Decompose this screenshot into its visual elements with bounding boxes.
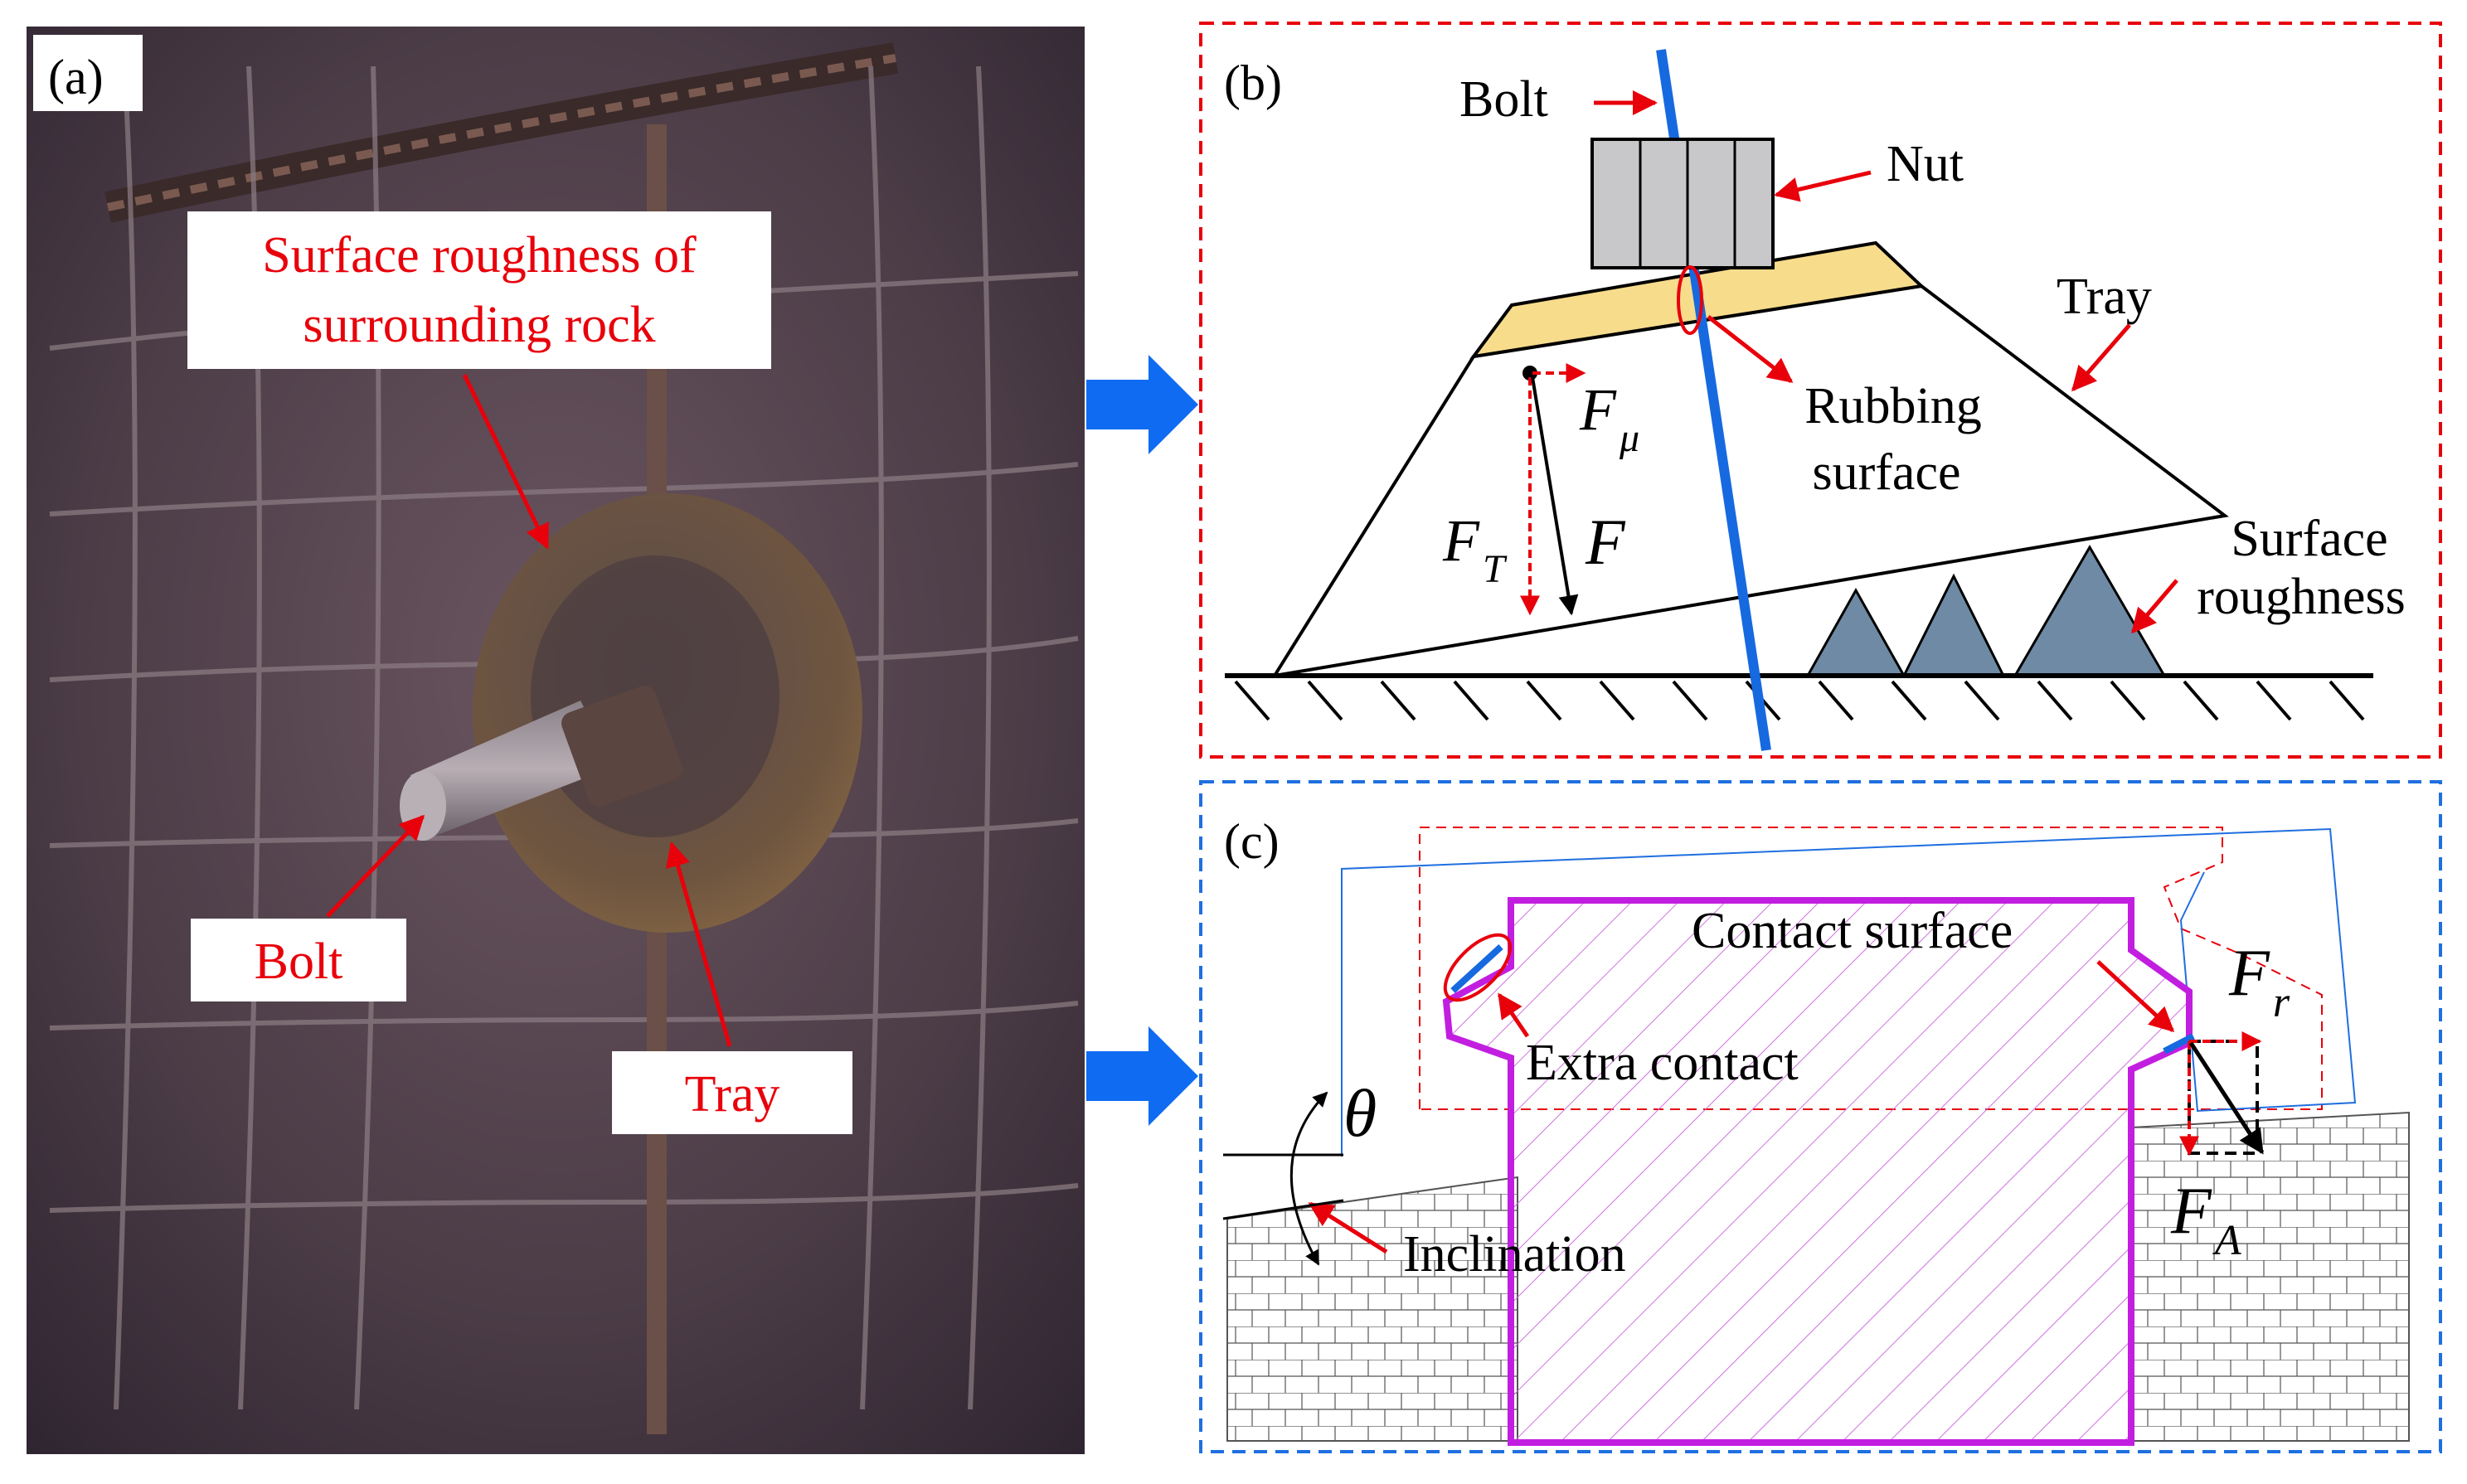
force-F-label: F (1585, 506, 1626, 578)
tray-label-box (612, 1051, 852, 1134)
roughness-peak-2 (1901, 573, 2006, 677)
rock-block-right (2130, 1111, 2410, 1442)
initial-outline-red (1419, 827, 2323, 1110)
force-F-A-label: FA (2170, 1175, 2241, 1264)
roughness-peak-1 (1805, 587, 1906, 677)
tray-label: Tray (685, 1066, 780, 1123)
extra-contact-label: Extra contact (1526, 1035, 1799, 1091)
angle-marker (1222, 1091, 1344, 1266)
panel-a: (a) Surface roughness of surrounding roc… (27, 27, 1085, 1454)
bolt-label: Bolt (255, 934, 343, 990)
tray-arrow-b (2071, 323, 2131, 392)
rock-block-left (1226, 1176, 1518, 1442)
nut-label: Nut (1887, 136, 1964, 192)
rubbing-label-line1: Rubbing (1804, 378, 1982, 434)
force-resultant-arrow (2188, 1041, 2265, 1155)
panel-b: (b) Bolt (1199, 22, 2442, 759)
rubbing-arrow (1707, 315, 1794, 383)
initial-outline-blue (1341, 827, 2357, 1157)
inclination-label: Inclination (1403, 1226, 1626, 1283)
tray-label-b: Tray (2057, 269, 2152, 325)
bolt-nut (561, 686, 682, 807)
nut-arrow (1774, 170, 1872, 202)
ground-hatching (1234, 680, 2365, 721)
extra-contact-marker (1443, 933, 1513, 1002)
panel-b-tag: (b) (1224, 56, 1282, 110)
force-origin-point (1522, 366, 1537, 381)
extra-contact-line (1450, 944, 1503, 993)
roughness-label-line2: roughness (2197, 569, 2405, 625)
surface-pointer-arrow (462, 373, 550, 550)
rubbing-surface-marker (1677, 265, 1703, 335)
surface-label-box (187, 211, 771, 369)
contact-surface-label: Contact surface (1692, 903, 2013, 959)
panel-c-frame (1199, 780, 2442, 1453)
force-F-T-label: FT (1442, 507, 1508, 591)
roughness-arrow (2131, 579, 2178, 634)
rubbing-label-line2: surface (1813, 444, 1961, 501)
roughness-label-line1: Surface (2231, 511, 2387, 567)
bolt-label-box (191, 919, 406, 1001)
bolt-label-b: Bolt (1459, 71, 1548, 128)
bolt-shank (410, 701, 614, 837)
panel-c-tag: (c) (1224, 814, 1280, 869)
bolt-cross-section (1442, 897, 2193, 1446)
force-F-r-label: Fr (2228, 937, 2290, 1026)
force-F-mu-label: Fμ (1579, 376, 1639, 460)
panel-a-tag: (a) (48, 50, 104, 104)
bolt-pointer-arrow (326, 814, 425, 918)
contact-surface-arrow (2096, 960, 2175, 1033)
panel-a-tag-box (33, 35, 143, 111)
panel-c: (c) Fr FA Contact surface Extra contact … (1199, 780, 2442, 1453)
surface-roughness-label-line1: Surface roughness of (262, 227, 697, 284)
extra-contact-arrow (1497, 992, 1530, 1038)
roughness-peak-3 (2013, 545, 2167, 677)
theta-symbol: θ (1343, 1075, 1377, 1151)
blue-arrow-to-c (1086, 1026, 1198, 1126)
nut (1590, 138, 1775, 269)
tray-pointer-arrow (666, 841, 732, 1047)
force-F-arrow (1531, 376, 1579, 616)
panel-b-frame (1199, 22, 2442, 759)
contact-surface-line (2163, 1033, 2195, 1055)
surface-roughness-label-line2: surrounding rock (303, 297, 655, 353)
blue-arrow-to-b (1086, 355, 1198, 454)
